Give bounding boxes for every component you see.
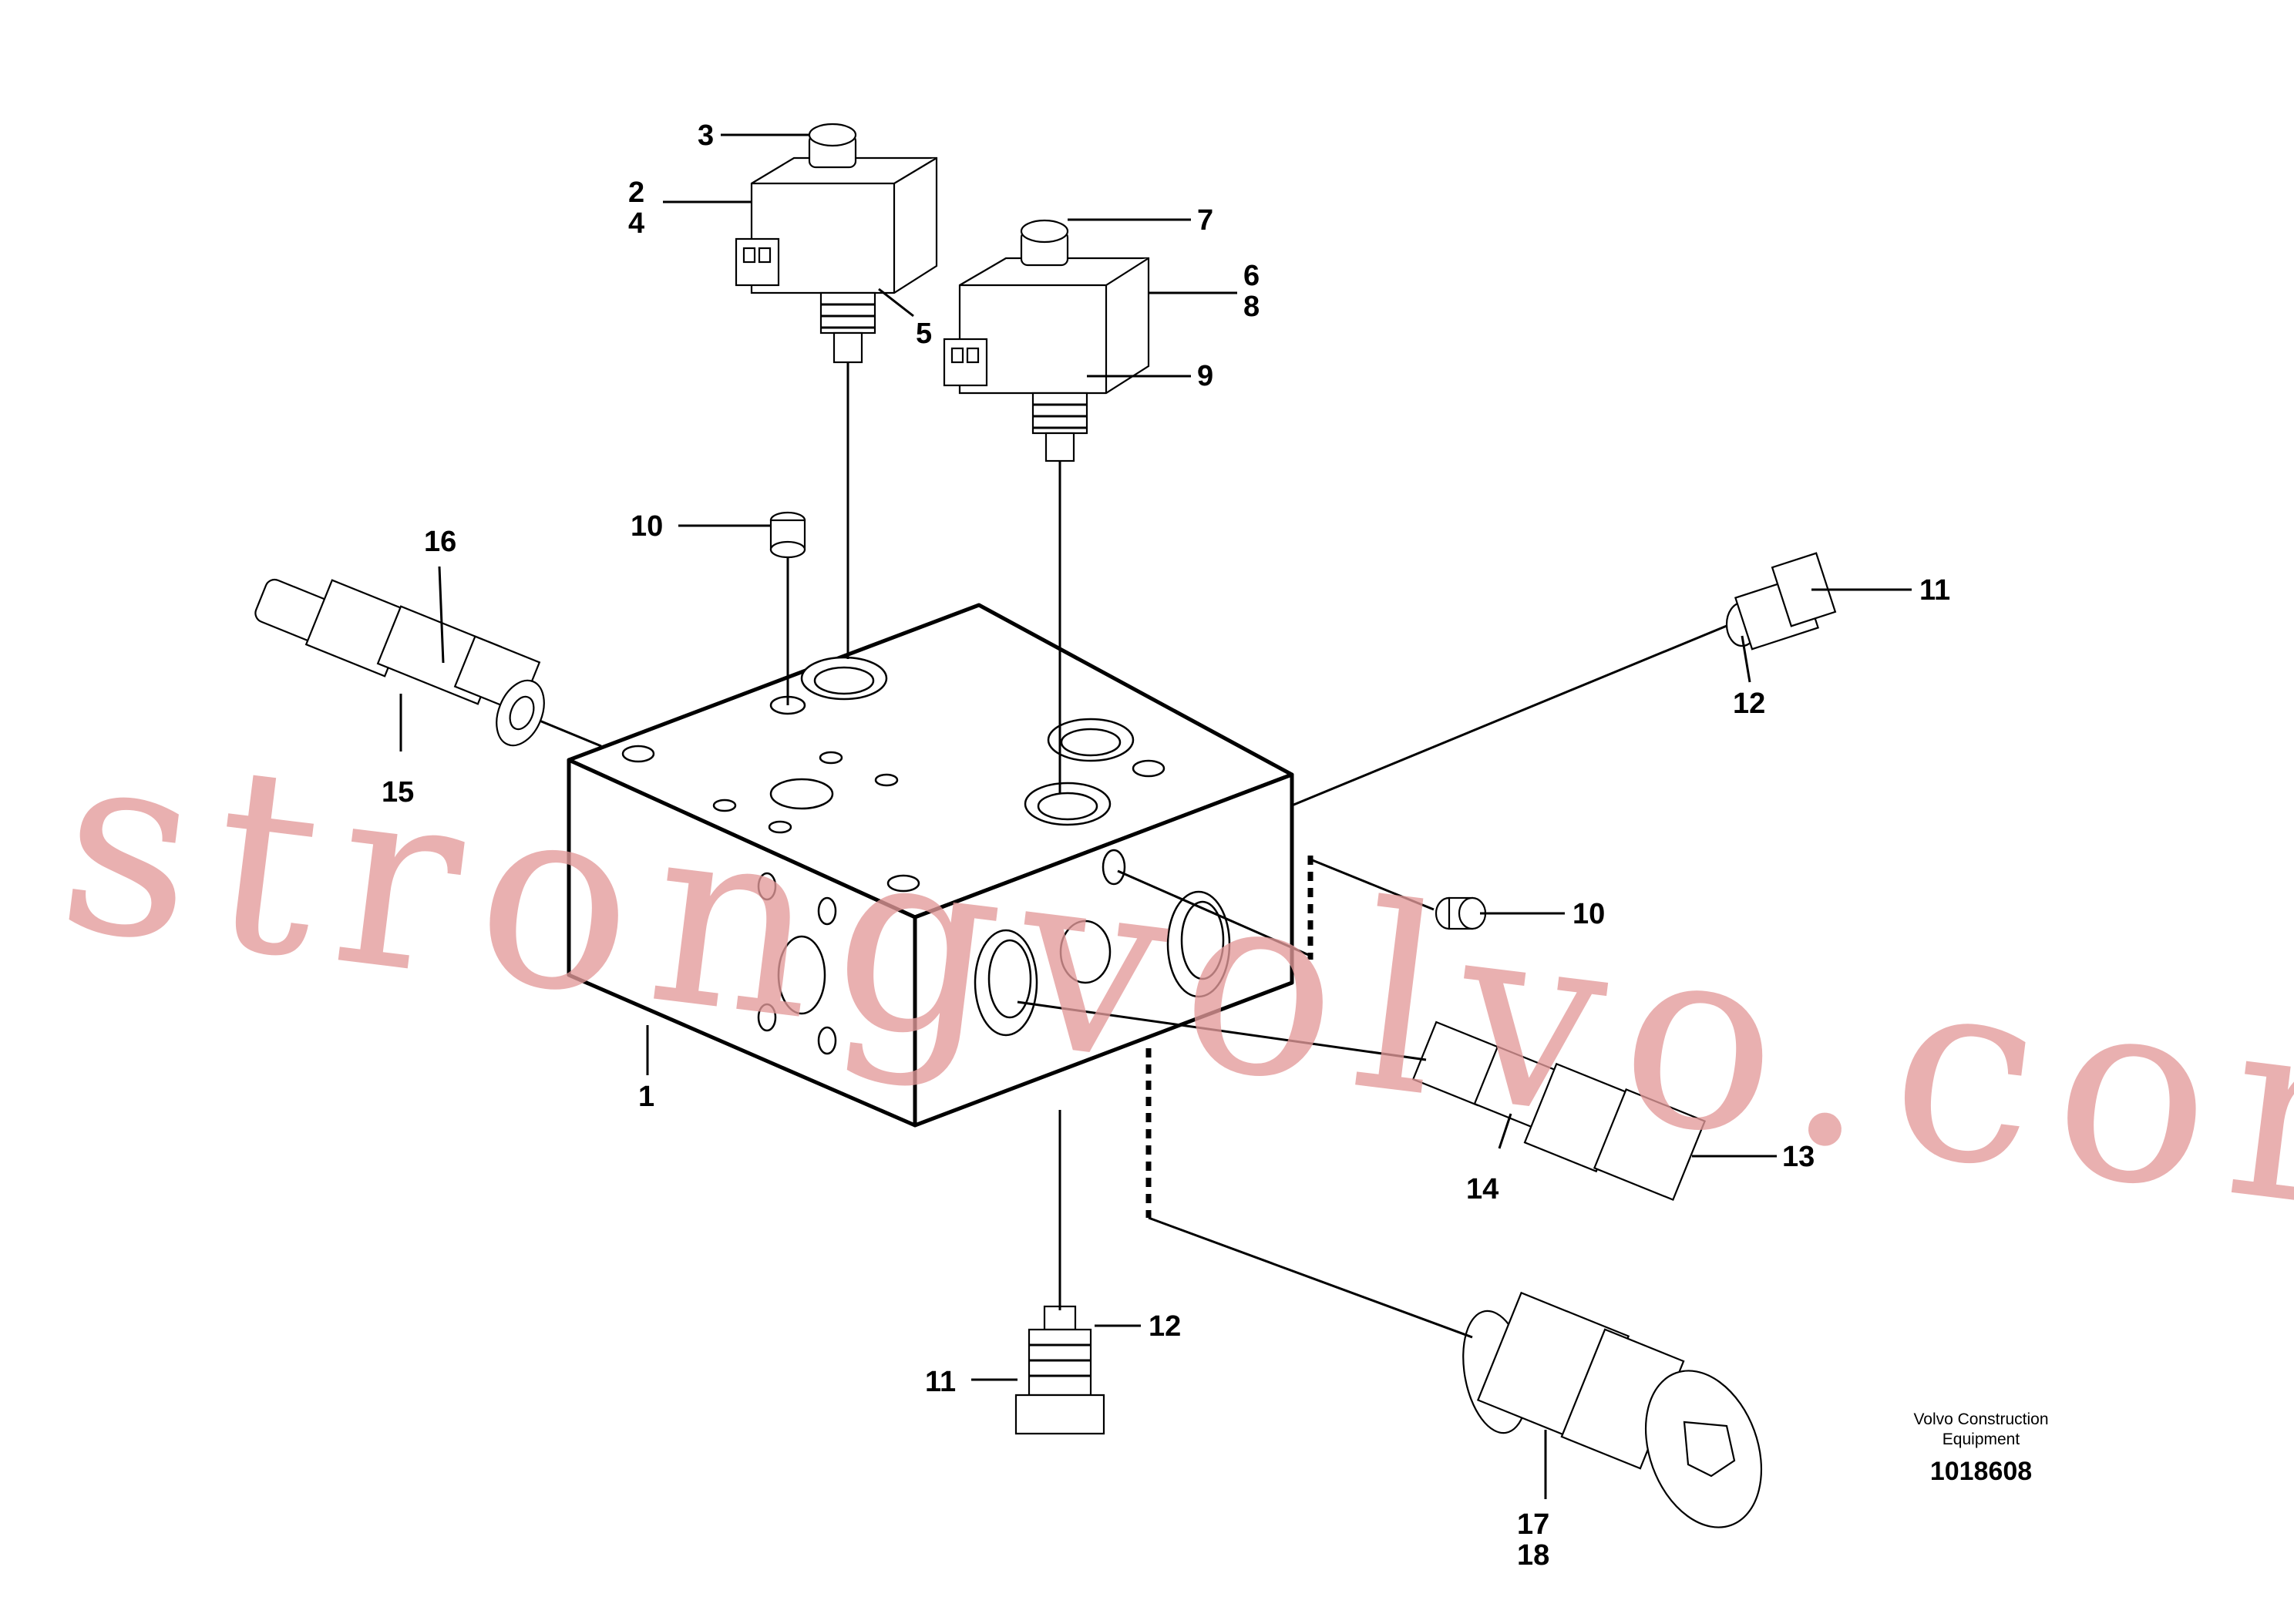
callout-7: 7: [1197, 204, 1213, 237]
callout-9: 9: [1197, 360, 1213, 392]
callout-8: 8: [1243, 291, 1260, 323]
callout-14: 14: [1466, 1173, 1498, 1205]
callout-4: 4: [628, 207, 644, 240]
assembly-lines: [539, 362, 1727, 1339]
plug-top: [769, 511, 806, 559]
caption-block: Volvo Construction Equipment 1018608: [1913, 1410, 2048, 1486]
callout-11-right: 11: [1919, 574, 1950, 607]
callout-5: 5: [916, 318, 932, 350]
callout-10-right: 10: [1572, 898, 1605, 930]
callout-18: 18: [1517, 1539, 1549, 1572]
callout-17: 17: [1517, 1508, 1549, 1541]
callout-13: 13: [1782, 1141, 1815, 1173]
drawing-number: 1018608: [1930, 1457, 2032, 1486]
cartridge-valve-right: [1411, 1020, 1707, 1202]
manufacturer-line-1: Volvo Construction: [1913, 1410, 2048, 1428]
valve-block: [567, 603, 1294, 1128]
solenoid-valve-upper: [735, 123, 938, 364]
callout-10-top: 10: [631, 510, 663, 543]
callout-12-right: 12: [1733, 688, 1765, 720]
solenoid-valve-lower: [943, 219, 1150, 462]
callout-15: 15: [382, 776, 414, 809]
callout-16: 16: [424, 526, 456, 558]
banjo-fitting-bottom: [1014, 1305, 1105, 1435]
plug-right: [1435, 896, 1487, 930]
callout-labels: 3 2 4 5 7 6 8 9 10 16 15 11 12 10 1 13 1…: [382, 119, 1950, 1572]
callout-11-bottom: 11: [925, 1366, 956, 1398]
callout-6: 6: [1243, 260, 1260, 292]
callout-2: 2: [628, 177, 644, 209]
callout-1: 1: [638, 1081, 654, 1113]
leader-lines: [399, 133, 1912, 1499]
callout-3: 3: [698, 119, 714, 152]
callout-12-bottom: 12: [1149, 1310, 1181, 1343]
banjo-fitting-right: [1725, 552, 1837, 651]
manufacturer-line-2: Equipment: [1942, 1431, 2020, 1448]
relief-valve-bottom: [1462, 1291, 1763, 1528]
hose-fitting-left: [254, 578, 545, 747]
